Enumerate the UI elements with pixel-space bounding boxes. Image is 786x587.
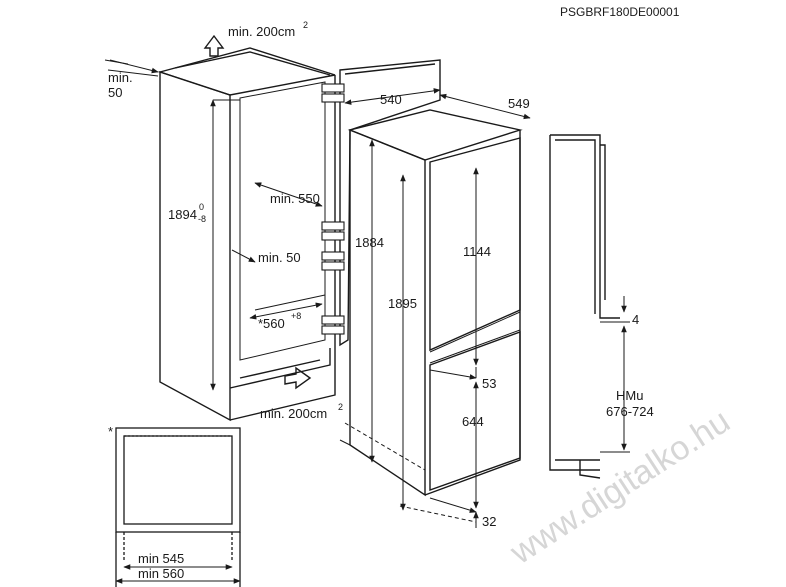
side-dimensions [600, 296, 630, 453]
niche-height-label: 1894 [168, 207, 197, 222]
side-4-label: 4 [632, 312, 639, 327]
min-50-inner-label: min. 50 [258, 250, 301, 265]
niche-left-panel [159, 71, 231, 422]
side-profile [549, 134, 620, 479]
vent-top-sup: 2 [303, 20, 308, 30]
depth-549-label: 549 [508, 96, 530, 111]
hinge-bottom [321, 315, 345, 325]
h-644-label: 644 [462, 414, 484, 429]
hinge-top [321, 83, 345, 93]
h-1144-label: 1144 [463, 244, 491, 259]
hinge-mid [321, 221, 345, 231]
hmu-label-b: 676-724 [606, 404, 654, 419]
min-50-left-b: 50 [108, 85, 122, 100]
min-50-left-a: min. [108, 70, 133, 85]
appliance-dimensions [339, 88, 531, 528]
appliance-body [347, 109, 523, 497]
min-550-label: min. 550 [270, 191, 320, 206]
niche-height-sup: 0 [199, 202, 204, 212]
hmu-label-a: HMu [616, 388, 643, 403]
doc-code: PSGBRF180DE00001 [560, 5, 680, 19]
h-32-label: 32 [482, 514, 496, 529]
niche-height-sub: -8 [198, 214, 206, 224]
hinges [321, 83, 345, 335]
h-53-label: 53 [482, 376, 496, 391]
vent-bottom-label: min. 200cm [260, 406, 327, 421]
vent-arrow-top [203, 34, 225, 57]
depth-540-label: 540 [380, 92, 402, 107]
h-1895-label: 1895 [388, 296, 417, 311]
freezer-door [429, 330, 521, 491]
fridge-door [429, 137, 521, 352]
niche-top-panel [157, 47, 336, 96]
asterisk-label: * [108, 424, 113, 439]
width-560-sup: +8 [291, 311, 301, 321]
vent-arrow-bottom [284, 366, 312, 390]
niche-cabinet [157, 47, 336, 422]
vent-bottom-sup: 2 [338, 402, 343, 412]
niche-dimensions [104, 59, 323, 391]
min-560-label: min 560 [138, 566, 184, 581]
min-545-label: min 545 [138, 551, 184, 566]
section-dimensions [115, 564, 241, 584]
vent-top-label: min. 200cm [228, 24, 295, 39]
h-1884-label: 1884 [355, 235, 384, 250]
section-view [115, 427, 241, 587]
width-560-label: *560 [258, 316, 285, 331]
watermark-text: www.digitalko.hu [503, 402, 737, 572]
